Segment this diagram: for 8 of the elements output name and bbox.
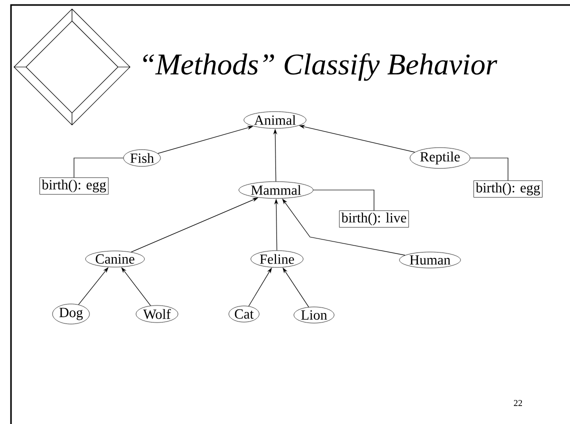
page-number: 22 <box>514 400 522 406</box>
slide-title: “Methods” Classify Behavior <box>143 53 498 81</box>
connector-line <box>313 190 374 211</box>
connector-line <box>470 158 508 181</box>
method-box: birth(): live <box>339 210 409 228</box>
connector-line <box>74 158 124 178</box>
method-box: birth(): egg <box>40 177 108 195</box>
method-box: birth(): egg <box>474 180 542 198</box>
